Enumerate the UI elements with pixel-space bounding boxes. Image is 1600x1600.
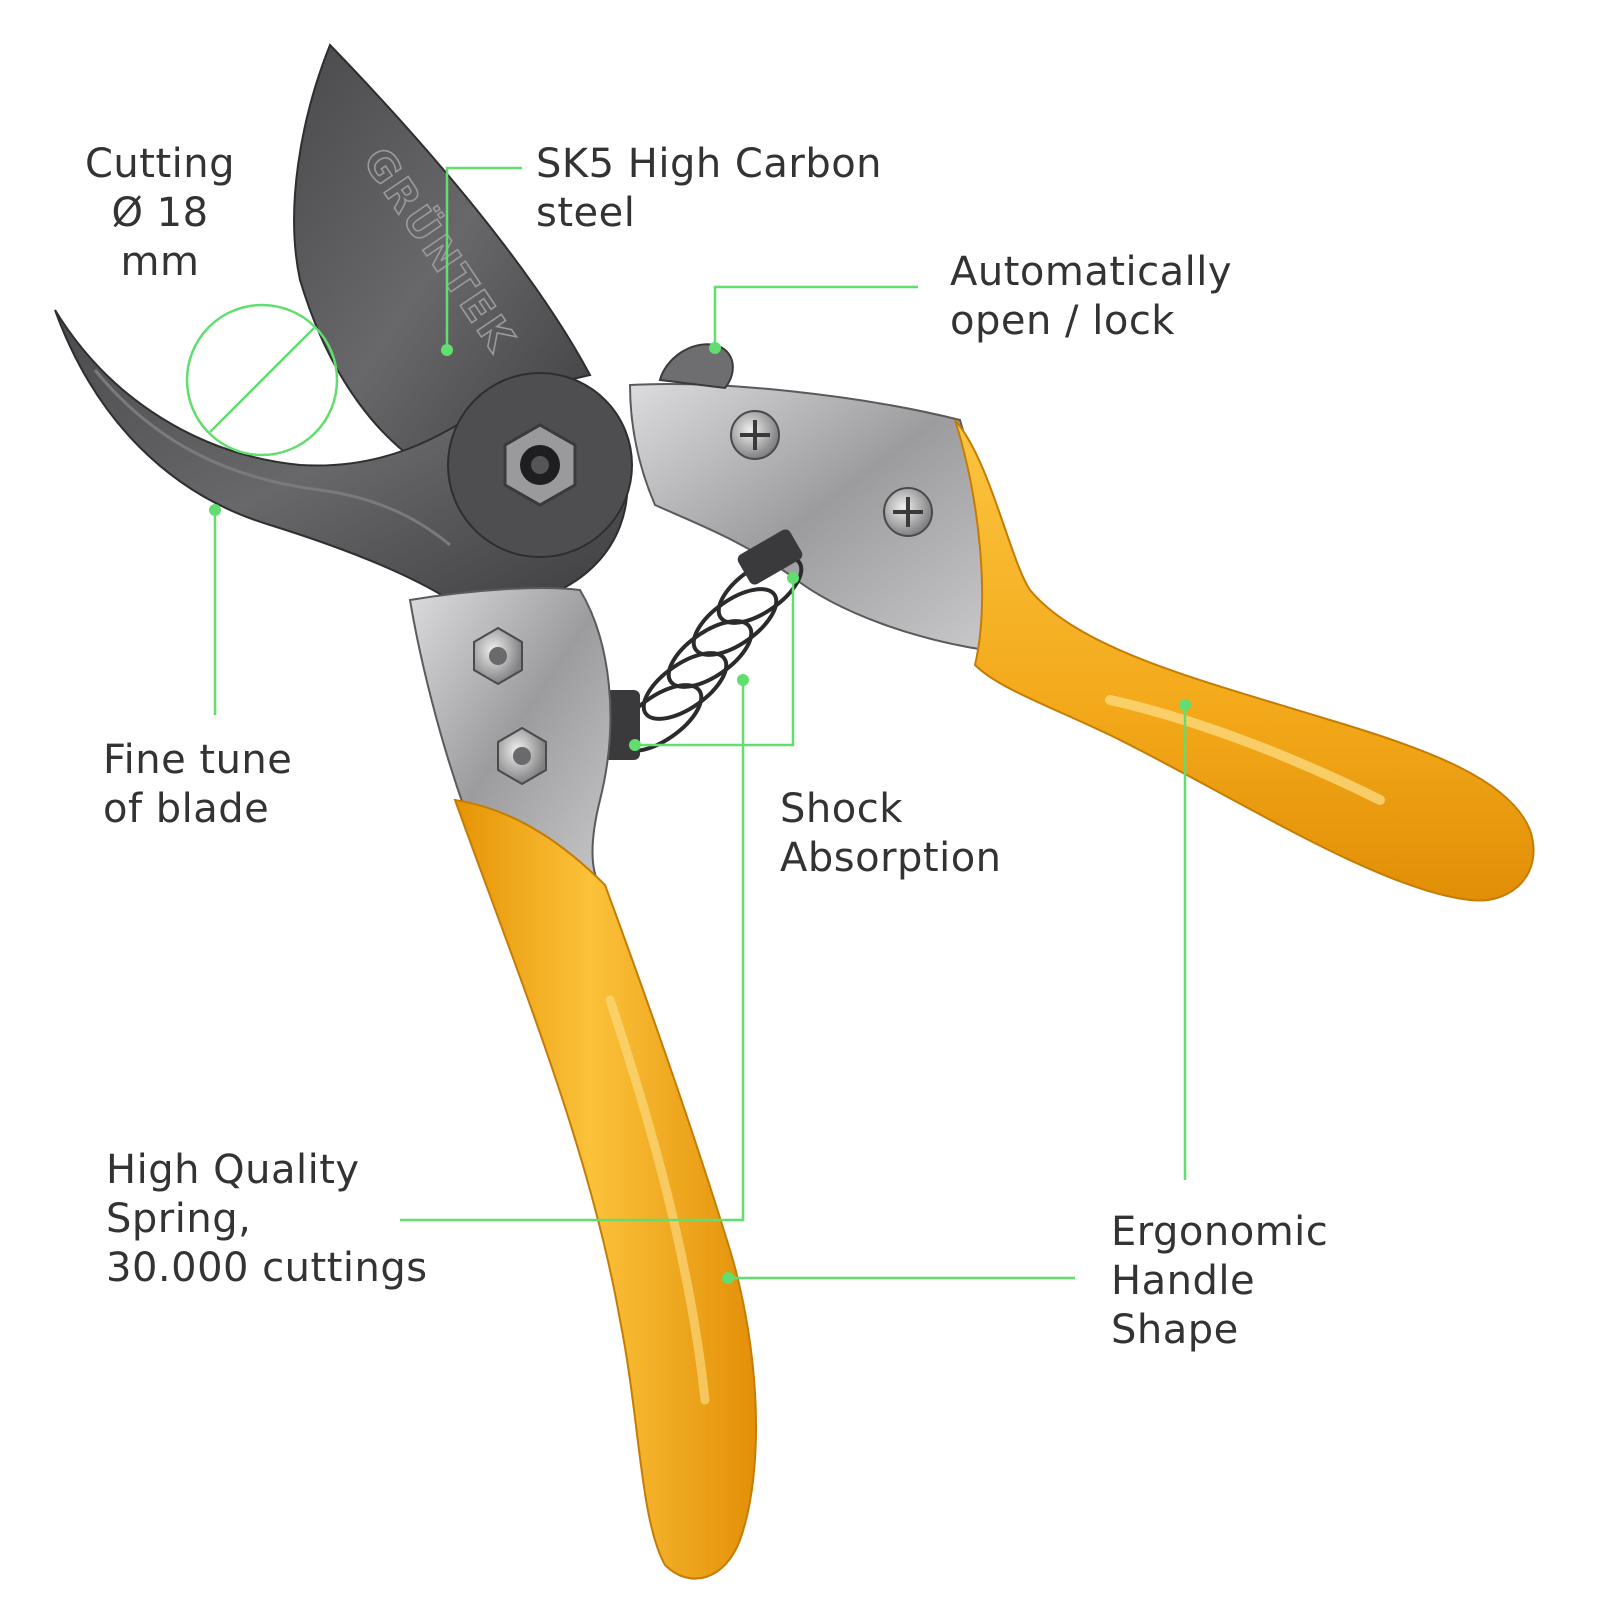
callout-steel: SK5 High Carbon steel — [536, 140, 882, 238]
callout-steel-line-2: steel — [536, 190, 636, 236]
callout-cutting-diameter: Cutting Ø 18 mm — [70, 140, 250, 287]
cutting-diameter-circle — [185, 303, 339, 457]
callout-steel-line-1: SK5 High Carbon — [536, 141, 883, 187]
leader-dots — [209, 342, 1191, 1284]
lower-handle — [453, 798, 757, 1580]
lower-handle-highlight — [605, 995, 710, 1405]
callout-shock-line-1: Shock — [780, 786, 903, 832]
callout-spring-line-2: Spring, — [106, 1196, 252, 1242]
shock-leader — [635, 578, 795, 747]
callout-handle-line-3: Shape — [1111, 1307, 1239, 1353]
callout-shock-line-2: Absorption — [780, 835, 1002, 881]
spring-leader — [400, 680, 745, 1222]
upper-handle-highlight — [1105, 695, 1385, 805]
callout-handle: Ergonomic Handle Shape — [1111, 1208, 1328, 1355]
callout-spring-line-3: 30.000 cuttings — [106, 1245, 428, 1291]
callout-shock: Shock Absorption — [780, 785, 1002, 883]
callout-auto-lock-line-2: open / lock — [950, 298, 1175, 344]
callout-cutting-line-3: mm — [120, 239, 200, 285]
callout-auto-lock: Automatically open / lock — [950, 248, 1232, 346]
callout-cutting-line-2: Ø 18 — [111, 190, 209, 236]
upper-handle — [954, 419, 1535, 902]
leader-lines — [185, 166, 1187, 1280]
cutting-diameter-line — [209, 327, 315, 433]
callout-handle-line-1: Ergonomic — [1111, 1209, 1329, 1255]
lock-lever — [658, 343, 734, 390]
callout-spring: High Quality Spring, 30.000 cuttings — [106, 1146, 428, 1293]
upper-screw-1 — [730, 410, 780, 460]
steel-leader — [445, 166, 522, 350]
pivot-bolt-highlight — [531, 456, 549, 474]
callout-handle-line-2: Handle — [1111, 1258, 1256, 1304]
upper-screw-2 — [883, 487, 933, 537]
spring-seat-upper — [737, 529, 803, 585]
blade-edge-groove — [93, 369, 451, 547]
upper-steel-plate — [628, 383, 987, 652]
auto-lock-leader — [713, 285, 918, 348]
callout-fine-tune: Fine tune of blade — [103, 736, 292, 834]
callout-auto-lock-line-1: Automatically — [950, 249, 1233, 295]
callout-fine-tune-line-1: Fine tune — [103, 737, 293, 783]
callout-spring-line-1: High Quality — [106, 1147, 360, 1193]
lower-hex-nut-1 — [473, 626, 523, 686]
callout-fine-tune-line-2: of blade — [103, 786, 270, 832]
lower-hex-nut-2 — [497, 726, 547, 786]
callout-cutting-line-1: Cutting — [84, 141, 235, 187]
